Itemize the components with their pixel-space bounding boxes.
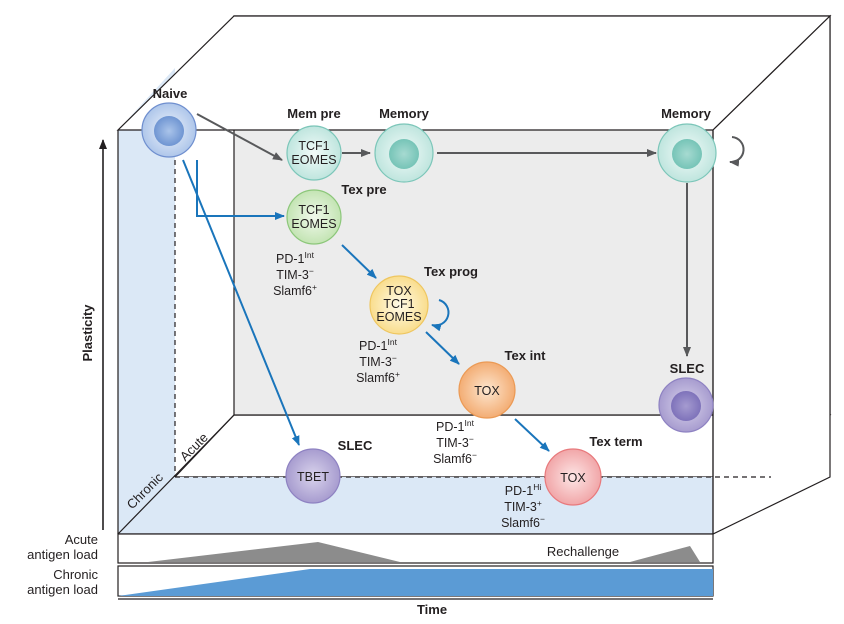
tex-int-marker-2: TIM-3− bbox=[436, 434, 474, 450]
cell-tex-prog: Tex prog TOX TCF1 EOMES PD-1Int TIM-3− S… bbox=[356, 264, 478, 385]
acute-load-label-2: antigen load bbox=[27, 547, 98, 562]
arrow-texpre-to-texprog bbox=[341, 244, 377, 279]
cell-slec-acute: SLEC bbox=[658, 361, 714, 433]
acute-load-rechallenge bbox=[630, 546, 700, 562]
tex-prog-marker-2: TIM-3− bbox=[359, 353, 397, 369]
tex-prog-line3: EOMES bbox=[376, 310, 421, 324]
slec-chronic-title: SLEC bbox=[338, 438, 373, 453]
tex-term-marker-2: TIM-3+ bbox=[504, 498, 542, 514]
acute-load-primary bbox=[148, 542, 400, 562]
texprog-self-renewal-arrow bbox=[431, 299, 450, 332]
y-axis-label: Plasticity bbox=[80, 304, 95, 362]
mem-pre-title: Mem pre bbox=[287, 106, 340, 121]
tex-prog-title: Tex prog bbox=[424, 264, 478, 279]
mem-pre-line1: TCF1 bbox=[298, 139, 329, 153]
cell-tex-pre: Tex pre TCF1 EOMES PD-1Int TIM-3− Slamf6… bbox=[273, 182, 387, 298]
tex-term-title: Tex term bbox=[589, 434, 642, 449]
tex-term-line1: TOX bbox=[560, 471, 586, 485]
cell-slec-chronic: SLEC TBET bbox=[285, 438, 373, 504]
tex-int-marker-3: Slamf6− bbox=[433, 450, 477, 466]
memory-late-title: Memory bbox=[661, 106, 712, 121]
cell-mem-pre: Mem pre TCF1 EOMES bbox=[286, 106, 342, 181]
tex-int-marker-1: PD-1Int bbox=[436, 418, 475, 434]
tex-pre-marker-2: TIM-3− bbox=[276, 266, 314, 282]
cell-tex-term: Tex term TOX PD-1Hi TIM-3+ Slamf6− bbox=[501, 434, 643, 530]
naive-title: Naive bbox=[153, 86, 188, 101]
chronic-load-label-2: antigen load bbox=[27, 582, 98, 597]
tex-int-line1: TOX bbox=[474, 384, 500, 398]
x-axis-label: Time bbox=[417, 602, 447, 617]
box-floor-diagonal bbox=[117, 414, 235, 535]
top-wall bbox=[116, 15, 832, 131]
tex-pre-title: Tex pre bbox=[341, 182, 386, 197]
slec-acute-title: SLEC bbox=[670, 361, 705, 376]
tex-term-marker-1: PD-1Hi bbox=[505, 482, 542, 498]
tex-pre-line1: TCF1 bbox=[298, 203, 329, 217]
chronic-load-fill bbox=[118, 569, 713, 596]
chronic-plane bbox=[118, 68, 771, 534]
arrow-texint-to-texterm bbox=[514, 418, 550, 452]
cell-memory-late: Memory bbox=[657, 106, 717, 183]
arrow-naive-to-mempre bbox=[196, 113, 283, 161]
arrow-naive-to-slec bbox=[182, 159, 300, 446]
tex-int-title: Tex int bbox=[505, 348, 547, 363]
tex-pre-marker-1: PD-1Int bbox=[276, 250, 315, 266]
memory-self-renewal-arrow bbox=[729, 136, 745, 167]
cell-memory-early: Memory bbox=[374, 106, 434, 183]
mem-pre-line2: EOMES bbox=[291, 153, 336, 167]
tex-prog-marker-1: PD-1Int bbox=[359, 337, 398, 353]
arrow-naive-to-texpre bbox=[196, 160, 285, 220]
memory-early-title: Memory bbox=[379, 106, 430, 121]
tex-pre-line2: EOMES bbox=[291, 217, 336, 231]
arrow-texprog-to-texint bbox=[425, 331, 460, 365]
cell-naive: Naive bbox=[141, 86, 197, 158]
cell-tex-int: Tex int TOX PD-1Int TIM-3− Slamf6− bbox=[433, 348, 546, 466]
slec-chronic-line1: TBET bbox=[297, 470, 329, 484]
acute-load-label-1: Acute bbox=[65, 532, 98, 547]
rechallenge-label: Rechallenge bbox=[547, 544, 619, 559]
chronic-load-label-1: Chronic bbox=[53, 567, 98, 582]
tex-prog-line1: TOX bbox=[386, 284, 412, 298]
tex-prog-line2: TCF1 bbox=[383, 297, 414, 311]
tex-prog-marker-3: Slamf6+ bbox=[356, 369, 400, 385]
tex-term-marker-3: Slamf6− bbox=[501, 514, 545, 530]
tex-pre-marker-3: Slamf6+ bbox=[273, 282, 317, 298]
